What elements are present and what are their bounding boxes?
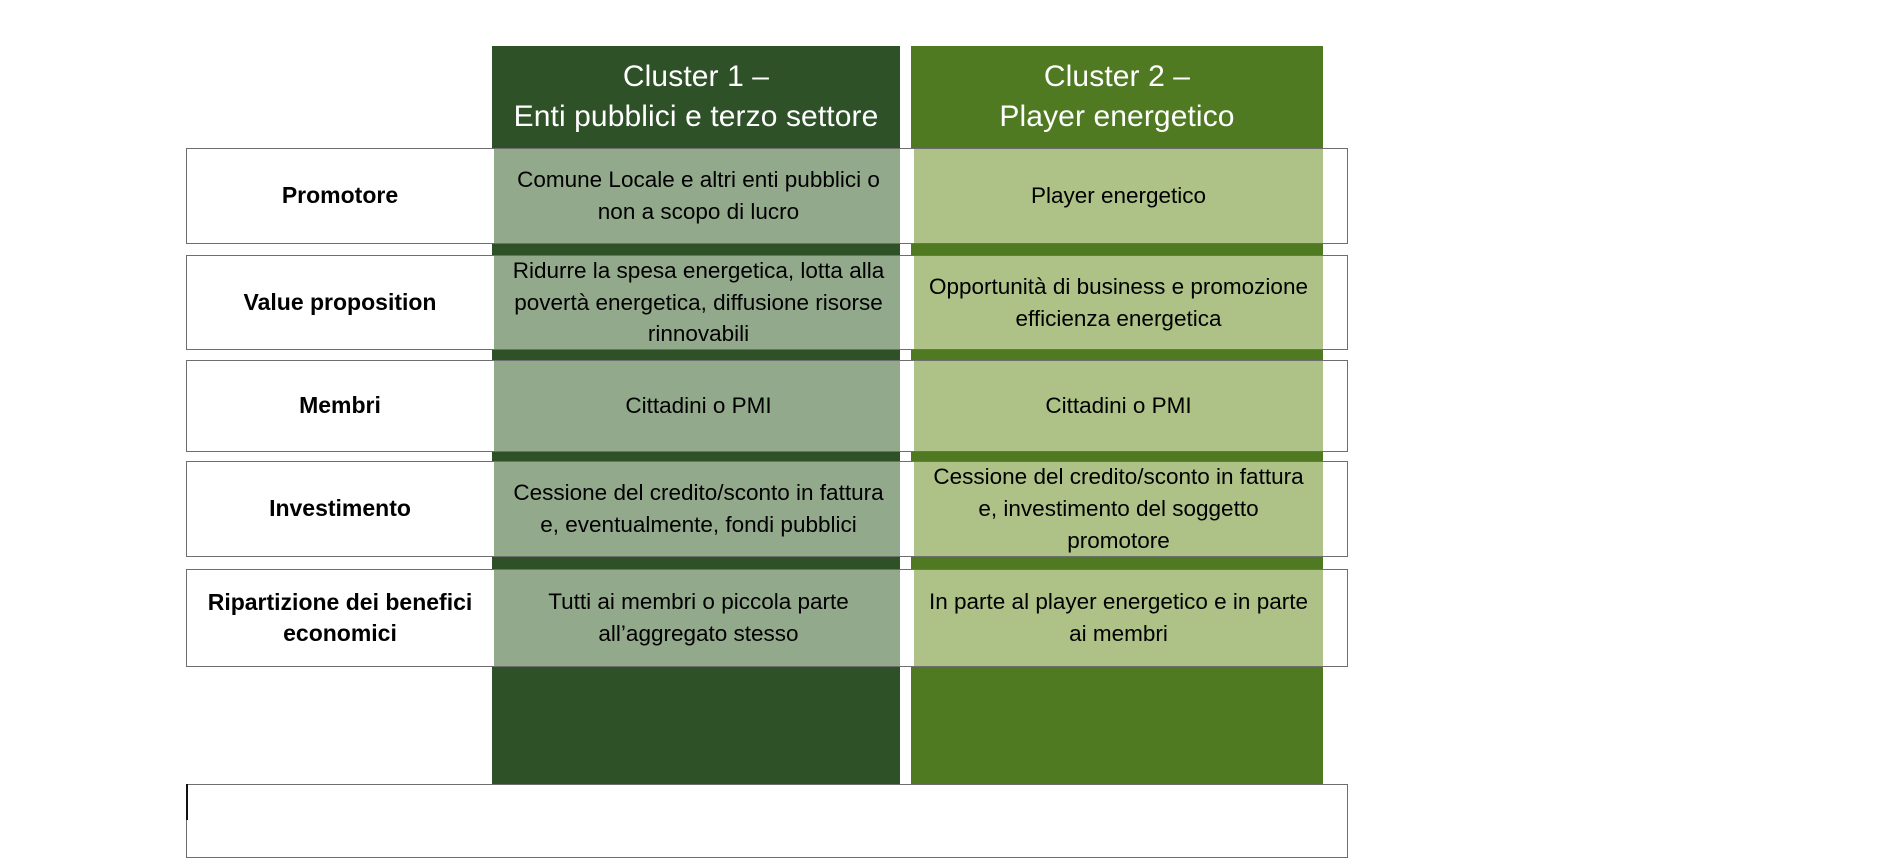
row-spacer (493, 462, 494, 556)
cell-partial-cluster-1 (494, 785, 903, 857)
band-1-divider-5 (492, 667, 900, 784)
row-label-ripartizione-benefici: Ripartizione dei benefici economici (187, 570, 493, 666)
cell-ripartizione-cluster-2: In parte al player energetico e in parte… (929, 589, 1308, 646)
row-spacer (493, 149, 494, 243)
cell-partial-cluster-2 (914, 785, 1323, 857)
cell-value-proposition-cluster-1: Ridurre la spesa energetica, lotta alla … (512, 257, 885, 347)
column-header-cluster-1-line2: Enti pubblici e terzo settore (513, 100, 879, 133)
cell-value-proposition-cluster-2: Opportunità di business e promozione eff… (929, 273, 1308, 331)
band-1-divider-3 (492, 452, 900, 461)
band-1-segment-row-3 (492, 360, 900, 452)
cell-investimento-cluster-2: Cessione del credito/sconto in fattura e… (933, 464, 1304, 553)
band-2-divider-4 (911, 557, 1323, 569)
band-2-divider-2 (911, 350, 1323, 360)
band-1-divider-4 (492, 557, 900, 569)
column-header-cluster-2-line1: Cluster 2 – (1043, 60, 1191, 94)
cell-promotore-cluster-2: Player energetico (1030, 183, 1207, 209)
row-spacer (493, 256, 494, 349)
column-band-cluster-1: Cluster 1 – Enti pubblici e terzo settor… (492, 46, 900, 784)
table-row: Investimento Cessione del credito/sconto… (186, 461, 1348, 557)
band-1-segment-row-1 (492, 148, 900, 244)
column-header-cluster-1: Cluster 1 – Enti pubblici e terzo settor… (492, 46, 900, 148)
column-gutter (903, 785, 914, 857)
column-gutter (903, 570, 914, 666)
cell-membri-cluster-1: Cittadini o PMI (625, 393, 772, 419)
cell-investimento-cluster-1: Cessione del credito/sconto in fattura e… (513, 480, 884, 537)
column-gutter (903, 149, 914, 243)
band-2-segment-row-1 (911, 148, 1323, 244)
column-gutter (903, 361, 914, 451)
band-2-divider-1 (911, 244, 1323, 255)
row-end-spacer (1323, 361, 1347, 451)
row-spacer (493, 570, 494, 666)
row-end-spacer (1323, 785, 1347, 857)
band-1-segment-row-4 (492, 461, 900, 557)
row-spacer (493, 785, 494, 857)
column-header-cluster-2-line2: Player energetico (999, 100, 1235, 133)
band-2-segment-row-4 (911, 461, 1323, 557)
row-label-partial (187, 785, 493, 857)
band-2-segment-row-5 (911, 569, 1323, 667)
row-label-investimento: Investimento (187, 462, 493, 556)
cell-promotore-cluster-1: Comune Locale e altri enti pubblici o no… (517, 167, 880, 224)
table-row-partial (186, 784, 1348, 858)
table-row: Membri Cittadini o PMI Cittadini o PMI (186, 360, 1348, 452)
cell-membri-cluster-2: Cittadini o PMI (1045, 393, 1192, 419)
band-1-divider-2 (492, 350, 900, 360)
row-label-membri: Membri (187, 361, 493, 451)
band-2-divider-3 (911, 452, 1323, 461)
row-end-spacer (1323, 256, 1347, 349)
bottom-row-left-edge (186, 784, 188, 820)
band-2-segment-row-3 (911, 360, 1323, 452)
band-1-divider-1 (492, 244, 900, 255)
row-spacer (493, 361, 494, 451)
row-end-spacer (1323, 462, 1347, 556)
table-row: Value proposition Ridurre la spesa energ… (186, 255, 1348, 350)
band-1-segment-row-5 (492, 569, 900, 667)
column-gutter (903, 256, 914, 349)
column-gutter (903, 462, 914, 556)
band-2-segment-row-2 (911, 255, 1323, 350)
band-1-segment-row-2 (492, 255, 900, 350)
row-label-promotore: Promotore (187, 149, 493, 243)
row-end-spacer (1323, 570, 1347, 666)
table-row: Promotore Comune Locale e altri enti pub… (186, 148, 1348, 244)
band-2-divider-5 (911, 667, 1323, 784)
table-row: Ripartizione dei benefici economici Tutt… (186, 569, 1348, 667)
column-header-cluster-1-line1: Cluster 1 – (622, 60, 770, 94)
cell-ripartizione-cluster-1: Tutti ai membri o piccola parte all’aggr… (548, 589, 849, 646)
row-label-value-proposition: Value proposition (187, 256, 493, 349)
column-band-cluster-2: Cluster 2 – Player energetico (911, 46, 1323, 784)
column-header-cluster-2: Cluster 2 – Player energetico (911, 46, 1323, 148)
row-end-spacer (1323, 149, 1347, 243)
